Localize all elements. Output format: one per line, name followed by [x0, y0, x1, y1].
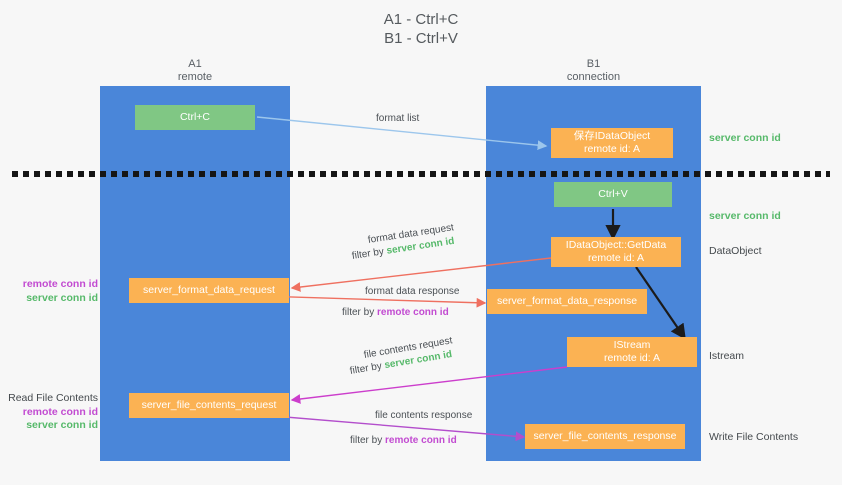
node-save-idataobject[interactable]: 保存IDataObject remote id: A	[551, 128, 673, 158]
annotation-read-file-contents-group: Read File Contents remote conn id server…	[8, 392, 98, 433]
phase-separator	[12, 171, 830, 177]
annotation-server-conn-id-top: server conn id	[709, 132, 781, 144]
node-ctrl-c[interactable]: Ctrl+C	[135, 105, 255, 130]
annotation-dataobject: DataObject	[709, 245, 762, 257]
annotation-istream: Istream	[709, 350, 745, 362]
edge-label-format-data-response: format data response	[365, 286, 460, 297]
node-istream[interactable]: IStream remote id: A	[567, 337, 697, 367]
annotation-server-conn-id-mid: server conn id	[709, 210, 781, 222]
annotation-server-conn-id-lower: server conn id	[26, 419, 98, 431]
annotation-conn-ids-upper: remote conn id server conn id	[10, 278, 98, 305]
page-title: A1 - Ctrl+C B1 - Ctrl+V	[383, 11, 459, 47]
column-header-b1: B1 connection	[566, 58, 621, 83]
annotation-remote-conn-id-upper: remote conn id	[22, 278, 98, 290]
edge-filter-file-contents-response: filter by remote conn id	[350, 434, 457, 447]
edge-filter-prefix-3: filter by	[349, 360, 386, 377]
node-server-format-data-response[interactable]: server_format_data_response	[487, 289, 647, 314]
annotation-server-conn-id-upper: server conn id	[26, 291, 98, 304]
node-server-file-contents-response[interactable]: server_file_contents_response	[525, 424, 685, 449]
edge-filter-term-2: remote conn id	[377, 307, 449, 318]
edge-filter-term-4: remote conn id	[385, 435, 457, 446]
node-server-file-contents-request[interactable]: server_file_contents_request	[129, 393, 289, 418]
node-server-format-data-request[interactable]: server_format_data_request	[129, 278, 289, 303]
node-istream-line2: remote id: A	[603, 352, 661, 364]
edge-filter-prefix-2: filter by	[342, 307, 378, 318]
node-ctrl-v[interactable]: Ctrl+V	[554, 182, 672, 207]
edge-label-file-contents-response: file contents response	[375, 410, 473, 421]
edge-filter-prefix-1: filter by	[351, 245, 388, 262]
edge-filter-format-data-response: filter by remote conn id	[342, 306, 449, 319]
annotation-remote-conn-id-lower: remote conn id	[22, 405, 98, 418]
node-idataobject-getdata-line2: remote id: A	[587, 252, 645, 264]
annotation-write-file-contents: Write File Contents	[709, 431, 799, 443]
node-idataobject-getdata-line1: IDataObject::GetData	[565, 239, 667, 251]
node-idataobject-getdata[interactable]: IDataObject::GetData remote id: A	[551, 237, 681, 267]
column-header-a1: A1 remote	[177, 58, 213, 83]
edge-label-format-list: format list	[376, 113, 420, 124]
edge-filter-prefix-4: filter by	[350, 435, 386, 446]
node-istream-line1: IStream	[613, 339, 651, 351]
node-save-idataobject-line2: remote id: A	[583, 143, 641, 155]
node-save-idataobject-line1: 保存IDataObject	[573, 130, 651, 142]
annotation-read-file-contents: Read File Contents	[8, 392, 98, 404]
